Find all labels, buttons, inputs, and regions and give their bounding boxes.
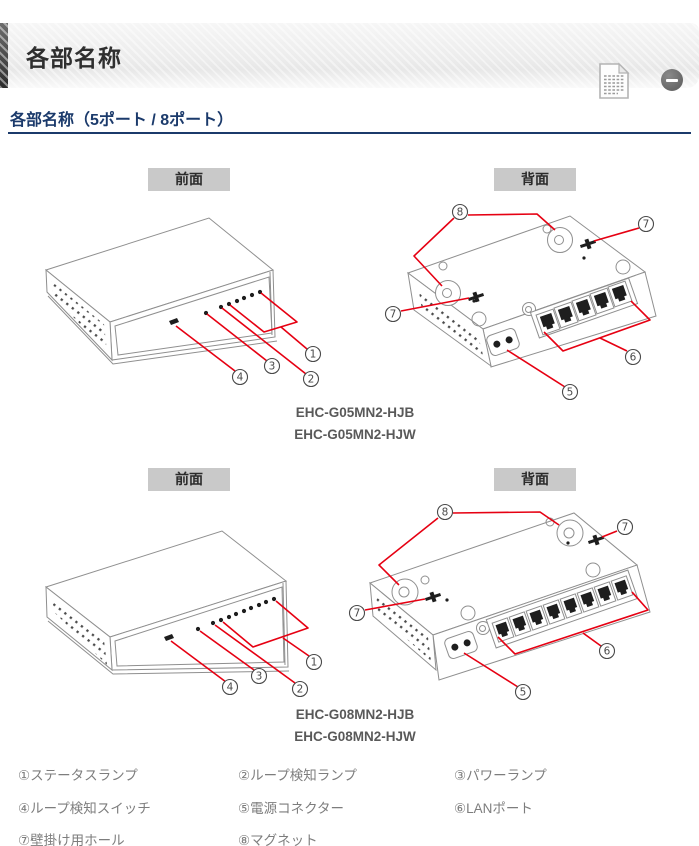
front-panel-outline — [114, 276, 273, 356]
callout-6: 6 — [624, 348, 642, 366]
base-rim — [47, 295, 278, 365]
front-panel-outline — [114, 586, 285, 667]
svg-text:8: 8 — [442, 507, 449, 519]
callout-lines — [400, 213, 651, 388]
callout-3: 3 — [250, 667, 268, 685]
front-label-8port: 前面 — [148, 468, 230, 491]
diagram-front-8port: 1 2 3 4 — [44, 530, 323, 698]
loop-detect-switch — [164, 634, 174, 641]
status-leds — [195, 596, 277, 632]
callout-1: 1 — [304, 345, 322, 363]
diagrams-canvas: 1 2 3 4 — [44, 203, 657, 701]
collapse-minus-button[interactable] — [661, 69, 683, 91]
back-label-5port: 背面 — [494, 168, 576, 191]
parts-legend: ①ステータスランプ ②ループ検知ランプ ③パワーランプ ④ループ検知スイッチ ⑤… — [18, 764, 664, 846]
callout-4: 4 — [231, 368, 249, 386]
lan-ports — [485, 569, 639, 649]
model-name: EHC-G08MN2-HJW — [294, 729, 416, 744]
vent-holes — [419, 292, 484, 359]
svg-text:3: 3 — [256, 671, 263, 683]
svg-text:1: 1 — [311, 657, 318, 669]
svg-text:6: 6 — [604, 646, 611, 658]
callout-3: 3 — [263, 357, 281, 375]
callout-7: 7 — [384, 305, 402, 323]
callout-2: 2 — [291, 680, 309, 698]
header-accent-bar — [0, 23, 8, 88]
svg-text:7: 7 — [622, 522, 629, 534]
callout-5: 5 — [514, 683, 532, 701]
model-name: EHC-G05MN2-HJB — [295, 405, 415, 420]
svg-text:7: 7 — [643, 219, 650, 231]
legend-item: ⑤電源コネクター — [238, 800, 345, 816]
legend-item: ⑦壁掛け用ホール — [18, 833, 125, 846]
svg-text:8: 8 — [457, 207, 464, 219]
callout-4: 4 — [221, 678, 239, 696]
svg-text:2: 2 — [297, 684, 304, 696]
callout-8: 8 — [436, 503, 454, 521]
callout-7: 7 — [348, 604, 366, 622]
wall-mount-keyholes — [435, 227, 597, 306]
model-name: EHC-G08MN2-HJB — [295, 707, 415, 722]
loop-detect-switch — [169, 318, 179, 325]
diagram-front-5port: 1 2 3 4 — [44, 217, 322, 388]
callout-lines — [364, 511, 649, 688]
callout-lines — [175, 292, 308, 375]
svg-text:5: 5 — [567, 387, 574, 399]
section-subtitle: 各部名称（5ポート / 8ポート） — [10, 112, 234, 129]
svg-text:7: 7 — [390, 309, 397, 321]
callout-7: 7 — [637, 215, 655, 233]
callout-8: 8 — [451, 203, 469, 221]
power-connector — [486, 328, 520, 356]
back-label-8port: 背面 — [494, 468, 576, 491]
svg-text:2: 2 — [308, 374, 315, 386]
power-connector — [444, 631, 478, 659]
legend-item: ⑧マグネット — [238, 833, 318, 846]
model-name: EHC-G05MN2-HJW — [294, 427, 416, 442]
magnets — [438, 224, 631, 327]
legend-item: ④ループ検知スイッチ — [18, 800, 151, 816]
subtitle-underline — [8, 132, 691, 134]
svg-text:1: 1 — [310, 349, 317, 361]
callout-lines — [170, 600, 310, 684]
status-leds — [203, 289, 263, 316]
svg-text:4: 4 — [237, 372, 244, 384]
model-names-8port: EHC-G08MN2-HJB EHC-G08MN2-HJW — [230, 704, 480, 748]
callout-7: 7 — [616, 518, 634, 536]
page-title: 各部名称 — [26, 45, 122, 71]
vent-holes — [376, 594, 431, 661]
base-rim — [47, 620, 290, 675]
diagram-back-5port: 8 7 7 5 6 — [384, 203, 657, 401]
callout-6: 6 — [598, 642, 616, 660]
lan-ports — [529, 277, 639, 339]
legend-item: ②ループ検知ランプ — [238, 768, 357, 783]
diagram-back-8port: 8 7 7 5 6 — [348, 503, 651, 701]
svg-text:6: 6 — [630, 352, 637, 364]
vent-holes — [51, 281, 107, 352]
legend-item: ⑥LANポート — [454, 800, 533, 816]
callout-2: 2 — [302, 370, 320, 388]
callout-1: 1 — [305, 653, 323, 671]
front-label-5port: 前面 — [148, 168, 230, 191]
callout-5: 5 — [561, 383, 579, 401]
legend-item: ①ステータスランプ — [18, 768, 138, 783]
vent-holes — [52, 598, 107, 665]
svg-text:3: 3 — [269, 361, 276, 373]
legend-item: ③パワーランプ — [454, 768, 547, 783]
minus-icon — [666, 78, 678, 82]
svg-text:5: 5 — [520, 687, 527, 699]
section-header: 各部名称 — [0, 23, 699, 99]
svg-text:4: 4 — [227, 682, 234, 694]
model-names-5port: EHC-G05MN2-HJB EHC-G05MN2-HJW — [230, 402, 480, 446]
document-icon[interactable] — [598, 62, 630, 100]
svg-text:7: 7 — [354, 608, 361, 620]
